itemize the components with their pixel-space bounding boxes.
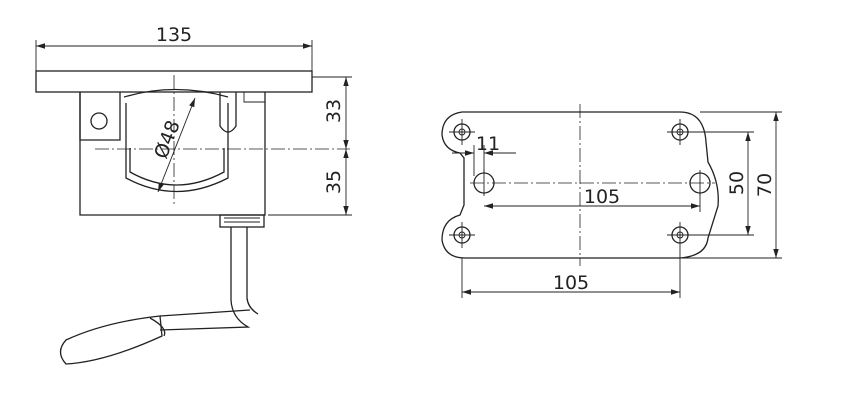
bottom-height-label: 35 — [323, 170, 345, 194]
screw-boss — [219, 214, 265, 228]
mounting-hole — [667, 222, 693, 248]
bore-inner — [129, 148, 225, 186]
clamp-body — [79, 92, 266, 216]
clamp-side-view: Ø48 135 33 35 — [35, 24, 352, 365]
lug-hole — [90, 112, 108, 130]
width-label: 135 — [156, 24, 192, 46]
slot-width-label: 11 — [476, 133, 500, 155]
bore-top — [123, 88, 229, 98]
crank-arm — [159, 227, 251, 331]
mounting-plate-view: 11 105 105 50 70 — [441, 104, 782, 298]
right-step — [243, 92, 265, 103]
mounting-hole — [449, 119, 475, 145]
top-height-label: 33 — [323, 99, 345, 123]
plate-outline — [441, 111, 719, 259]
outer-spacing-label: 105 — [553, 272, 589, 294]
inner-spacing-label: 105 — [584, 186, 620, 208]
diameter-label: Ø48 — [150, 117, 185, 161]
handle-grip — [59, 315, 163, 365]
mounting-hole — [449, 222, 475, 248]
left-lug — [79, 92, 121, 141]
diameter-leader — [157, 97, 196, 193]
mounting-hole — [667, 119, 693, 145]
outer-height-label: 70 — [754, 173, 776, 197]
inner-height-label: 50 — [726, 171, 748, 195]
